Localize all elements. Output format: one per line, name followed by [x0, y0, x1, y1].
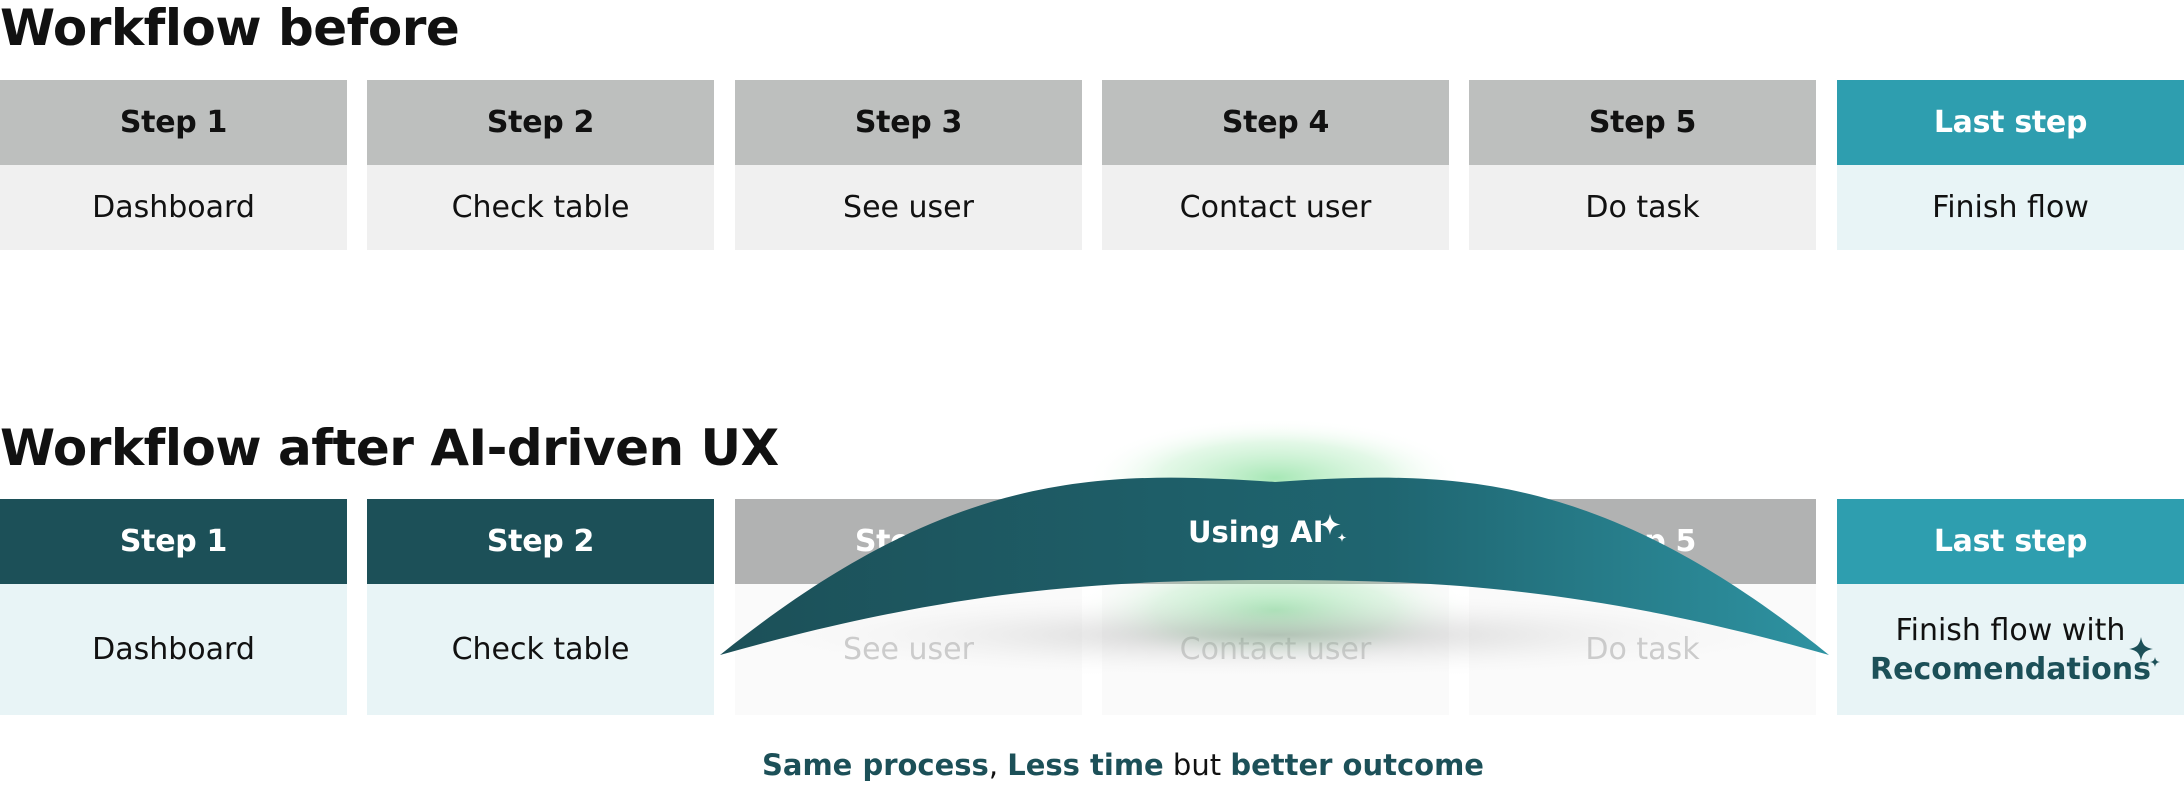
step-body: Check table	[367, 165, 714, 250]
step-header: Step 3	[735, 499, 1082, 584]
before-step-card: Step 1 Dashboard	[0, 80, 347, 250]
before-title: Workflow before	[0, 0, 460, 57]
tagline-highlight: Less time	[1007, 748, 1164, 782]
tagline-text: Same process, Less time but better outco…	[762, 748, 1484, 782]
before-step-card: Step 4 Contact user	[1102, 80, 1449, 250]
step-body: See user	[735, 165, 1082, 250]
after-title: Workflow after AI-driven UX	[0, 419, 779, 477]
step-header: Step 2	[367, 499, 714, 584]
step-header: Step 5	[1469, 499, 1816, 584]
tagline-highlight: Same process	[762, 748, 989, 782]
step-body: Do task	[1469, 584, 1816, 715]
after-last-step-card: Last step Finish flow with Recomendation…	[1837, 499, 2184, 715]
step-header: Last step	[1837, 80, 2184, 165]
step-body: Finish flow	[1837, 165, 2184, 250]
before-step-card: Step 5 Do task	[1469, 80, 1816, 250]
step-body: Do task	[1469, 165, 1816, 250]
tagline-separator: ,	[988, 748, 1008, 782]
recommendation-line2: Recomendations	[1870, 651, 2151, 687]
after-skipped-step-card: Step 5 Do task	[1469, 499, 1816, 715]
step-body: Contact user	[1102, 584, 1449, 715]
step-body: Dashboard	[0, 584, 347, 715]
sparkle-icon	[2129, 637, 2160, 667]
after-step-card: Step 2 Check table	[367, 499, 714, 715]
step-body: Dashboard	[0, 165, 347, 250]
step-header: Step 4	[1102, 80, 1449, 165]
step-header: Step 3	[735, 80, 1082, 165]
step-header: Step 1	[0, 80, 347, 165]
before-step-card: Step 3 See user	[735, 80, 1082, 250]
tagline-highlight: better outcome	[1230, 748, 1484, 782]
before-step-card: Step 2 Check table	[367, 80, 714, 250]
ai-label: Using AI	[1188, 515, 1324, 549]
after-skipped-step-card: Step 3 See user	[735, 499, 1082, 715]
after-step-card: Step 1 Dashboard	[0, 499, 347, 715]
step-body: Check table	[367, 584, 714, 715]
step-header: Step 1	[0, 499, 347, 584]
step-header: Last step	[1837, 499, 2184, 584]
step-body: Finish flow with Recomendations	[1837, 584, 2184, 715]
tagline-separator: but	[1163, 748, 1231, 782]
step-header: Step 2	[367, 80, 714, 165]
before-last-step-card: Last step Finish flow	[1837, 80, 2184, 250]
step-header: Step 5	[1469, 80, 1816, 165]
recommendation-line1: Finish flow with	[1895, 612, 2126, 648]
step-body: Contact user	[1102, 165, 1449, 250]
step-body: See user	[735, 584, 1082, 715]
